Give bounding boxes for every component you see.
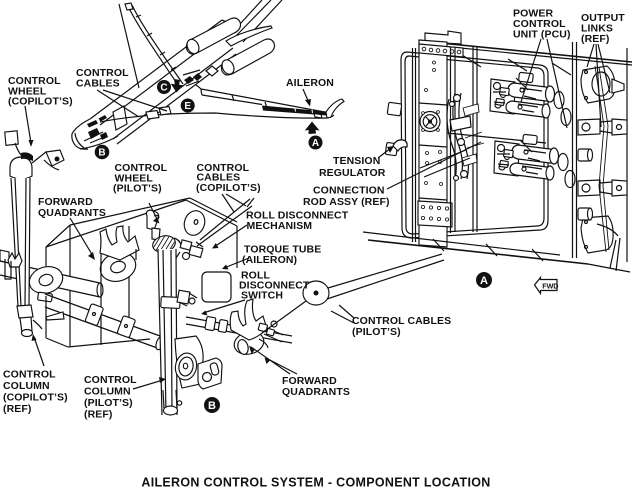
svg-text:A: A bbox=[312, 138, 319, 149]
svg-text:COLUMN: COLUMN bbox=[3, 380, 50, 392]
svg-text:(PILOT’S): (PILOT’S) bbox=[113, 183, 162, 195]
svg-text:MECHANISM: MECHANISM bbox=[247, 220, 313, 232]
svg-text:CONTROL: CONTROL bbox=[8, 75, 61, 87]
svg-text:CABLES: CABLES bbox=[76, 78, 120, 90]
svg-text:(COPILOT’S): (COPILOT’S) bbox=[196, 182, 261, 194]
svg-text:CONTROL: CONTROL bbox=[513, 18, 566, 30]
svg-text:B: B bbox=[208, 400, 216, 412]
svg-text:SWITCH: SWITCH bbox=[241, 289, 283, 301]
svg-text:(PILOT’S): (PILOT’S) bbox=[352, 326, 401, 338]
svg-text:(PILOT’S): (PILOT’S) bbox=[84, 397, 133, 409]
svg-text:(COPILOT’S): (COPILOT’S) bbox=[8, 96, 73, 108]
svg-text:OUTPUT: OUTPUT bbox=[581, 12, 625, 24]
svg-text:TENSION: TENSION bbox=[333, 155, 380, 167]
svg-text:REGULATOR: REGULATOR bbox=[319, 167, 386, 179]
svg-text:(AILERON): (AILERON) bbox=[242, 254, 297, 266]
svg-text:CONNECTION: CONNECTION bbox=[313, 185, 385, 197]
svg-text:DISCONNECT: DISCONNECT bbox=[239, 279, 310, 291]
svg-text:COLUMN: COLUMN bbox=[84, 386, 131, 398]
svg-text:CONTROL CABLES: CONTROL CABLES bbox=[352, 315, 451, 327]
svg-text:WHEEL: WHEEL bbox=[115, 172, 154, 184]
svg-text:B: B bbox=[98, 148, 105, 159]
svg-text:A: A bbox=[480, 275, 488, 287]
svg-text:(REF): (REF) bbox=[581, 33, 610, 45]
svg-text:(REF): (REF) bbox=[84, 409, 113, 421]
svg-text:TORQUE TUBE: TORQUE TUBE bbox=[244, 244, 321, 256]
svg-text:POWER: POWER bbox=[513, 8, 553, 20]
svg-text:UNIT (PCU): UNIT (PCU) bbox=[513, 29, 571, 41]
svg-text:FORWARD: FORWARD bbox=[38, 196, 93, 208]
svg-text:CONTROL: CONTROL bbox=[84, 374, 137, 386]
svg-text:CONTROL: CONTROL bbox=[115, 162, 168, 174]
svg-text:CONTROL: CONTROL bbox=[76, 67, 129, 79]
svg-text:(COPILOT’S): (COPILOT’S) bbox=[3, 392, 68, 404]
svg-text:C: C bbox=[160, 83, 167, 94]
svg-text:CONTROL: CONTROL bbox=[197, 162, 250, 174]
svg-text:ROLL: ROLL bbox=[241, 269, 270, 281]
svg-text:CABLES: CABLES bbox=[197, 172, 241, 184]
svg-text:ROLL DISCONNECT: ROLL DISCONNECT bbox=[246, 210, 349, 222]
svg-text:LINKS: LINKS bbox=[581, 23, 613, 35]
svg-text:WHEEL: WHEEL bbox=[8, 86, 47, 98]
svg-text:(REF): (REF) bbox=[3, 403, 32, 415]
svg-text:AILERON CONTROL SYSTEM - COMPO: AILERON CONTROL SYSTEM - COMPONENT LOCAT… bbox=[141, 476, 490, 490]
svg-text:E: E bbox=[184, 101, 191, 112]
svg-text:FORWARD: FORWARD bbox=[282, 375, 337, 387]
svg-text:AILERON: AILERON bbox=[286, 77, 334, 89]
svg-text:CONTROL: CONTROL bbox=[3, 369, 56, 381]
svg-text:ROD ASSY (REF): ROD ASSY (REF) bbox=[303, 196, 390, 208]
svg-text:QUADRANTS: QUADRANTS bbox=[282, 386, 350, 398]
svg-text:QUADRANTS: QUADRANTS bbox=[38, 207, 106, 219]
svg-text:FWD: FWD bbox=[542, 281, 558, 290]
